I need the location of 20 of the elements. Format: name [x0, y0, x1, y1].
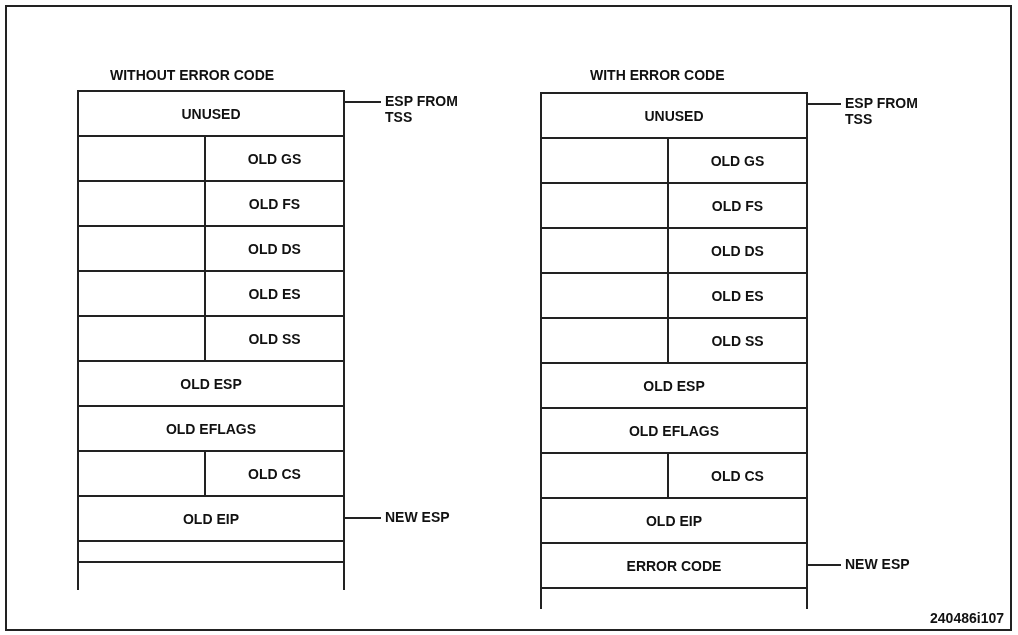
- stack-cell: UNUSED: [540, 92, 808, 139]
- stack-cell: OLD ESP: [77, 360, 345, 407]
- stack-cell: OLD EFLAGS: [77, 405, 345, 452]
- leader-line: [344, 101, 382, 103]
- pointer-label: ESP FROM TSS: [385, 93, 465, 125]
- leader-line: [807, 564, 842, 566]
- stack-cell: OLD EIP: [540, 497, 808, 544]
- stack-cell: OLD EIP: [77, 495, 345, 542]
- stack-heading: WITH ERROR CODE: [590, 67, 725, 83]
- pointer-label: NEW ESP: [845, 556, 955, 572]
- stack-heading: WITHOUT ERROR CODE: [110, 67, 275, 83]
- stack-cell: UNUSED: [77, 90, 345, 137]
- pointer-label: NEW ESP: [385, 509, 495, 525]
- stack-cell: OLD EFLAGS: [540, 407, 808, 454]
- leader-line: [344, 517, 382, 519]
- stack-cell: OLD ESP: [540, 362, 808, 409]
- stack-cell: ERROR CODE: [540, 542, 808, 589]
- leader-line: [807, 103, 842, 105]
- pointer-label: ESP FROM TSS: [845, 95, 925, 127]
- figure-number: 240486i107: [930, 610, 1004, 626]
